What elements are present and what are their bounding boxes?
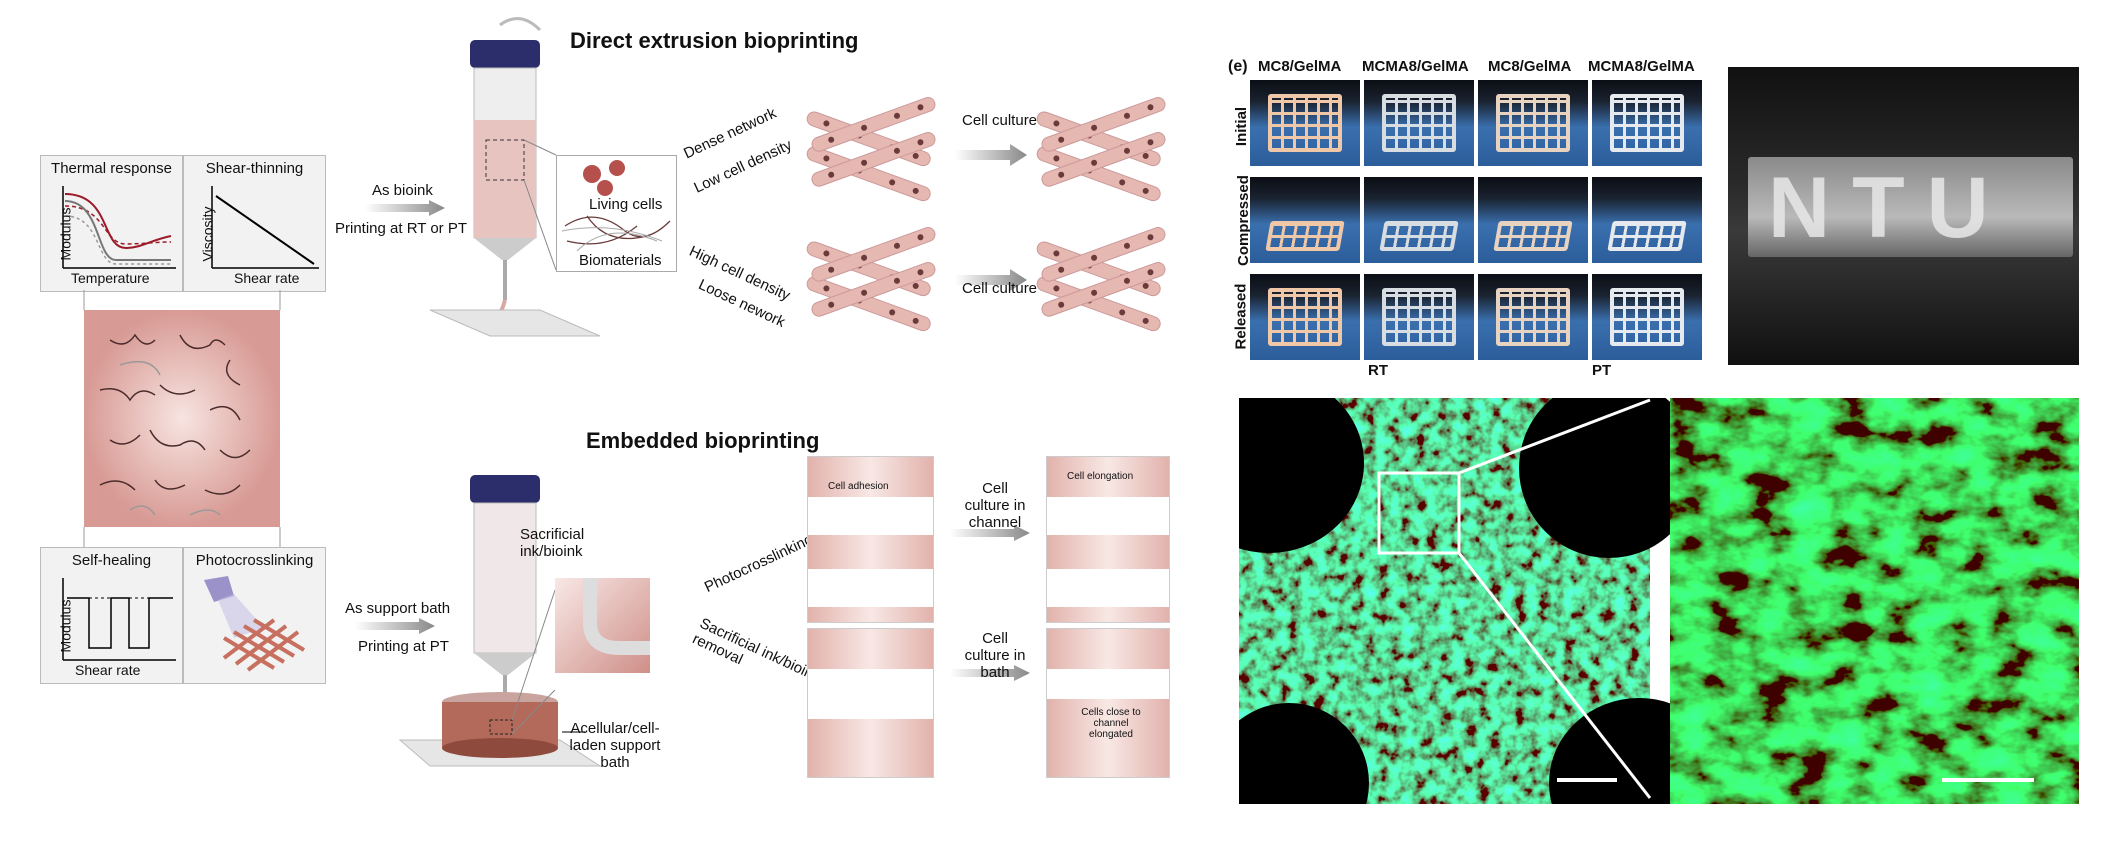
ntu-text: NTU xyxy=(1768,160,2011,256)
photo-title: Photocrosslinking xyxy=(195,552,314,569)
shear-thinning-plot: Shear-thinning Viscosity Shear rate xyxy=(183,155,326,292)
channel-box-adhesion: Cell adhesion xyxy=(807,456,934,623)
culture-channel-label: Cell culture in channel xyxy=(964,480,1026,531)
network-zoom xyxy=(83,290,281,547)
scale-bar xyxy=(1942,778,2034,782)
row-released: Released xyxy=(1232,283,1250,350)
direct-arrow-bottom: Printing at RT or PT xyxy=(335,220,467,237)
embedded-title: Embedded bioprinting xyxy=(586,428,820,453)
col-title-4: MCMA8/GelMA xyxy=(1588,58,1695,75)
syringe-icon xyxy=(429,17,601,337)
biomaterials-label: Biomaterials xyxy=(579,252,662,269)
scaffold-mesh xyxy=(1379,221,1459,251)
scaffold-mesh xyxy=(1610,288,1684,346)
shear-title: Shear-thinning xyxy=(205,160,304,177)
direct-arrow-top: As bioink xyxy=(372,182,433,199)
scaffold-mesh xyxy=(1607,221,1687,251)
photocrosslinking-panel: Photocrosslinking xyxy=(183,547,326,684)
embedded-arrow-top: As support bath xyxy=(345,600,451,617)
group-pt: PT xyxy=(1592,362,1612,379)
bath-box-elongated: Cells close to channel elongated xyxy=(1046,628,1170,778)
scaffold-photo xyxy=(1592,80,1702,166)
healing-title: Self-healing xyxy=(71,552,152,569)
thermal-curves xyxy=(62,186,176,269)
scaffold-mesh xyxy=(1382,94,1456,152)
scaffold-photo xyxy=(1478,80,1588,166)
scaffold-photo xyxy=(1592,274,1702,360)
scaffold-photo xyxy=(1478,177,1588,263)
thermal-response-plot: Thermal response Modulus Temperature xyxy=(40,155,183,292)
thermal-ylabel: Modulus xyxy=(57,207,74,261)
cell-adhesion-label: Cell adhesion xyxy=(828,481,889,492)
scaffold-photo xyxy=(1250,80,1360,166)
scaffold-photo xyxy=(1364,80,1474,166)
self-healing-plot: Self-healing Modulus Shear rate xyxy=(40,547,183,684)
scaffold-mesh xyxy=(1268,94,1342,152)
scaffold-photo xyxy=(1364,274,1474,360)
cell-elongation-label: Cell elongation xyxy=(1067,471,1134,482)
arrow-right-icon xyxy=(355,618,435,634)
row-initial: Initial xyxy=(1233,106,1251,147)
col-title-2: MCMA8/GelMA xyxy=(1362,58,1469,75)
fluorescence-left xyxy=(1239,398,1729,804)
culture-arrows xyxy=(950,525,1030,681)
branch-photocrosslinking: Photocrosslinking xyxy=(701,530,816,597)
scaffold-photo xyxy=(1250,274,1360,360)
bath-label: Acellular/cell-laden support bath xyxy=(569,720,661,771)
col-title-3: MC8/GelMA xyxy=(1488,58,1572,75)
living-cells-label: Living cells xyxy=(589,196,663,213)
culture-bath-label: Cell culture in bath xyxy=(964,630,1026,681)
panel-e-label: (e) xyxy=(1228,58,1248,75)
ntu-photo: NTU xyxy=(1728,67,2079,365)
channel-box-elongation: Cell elongation xyxy=(1046,456,1170,623)
scaffold-mesh xyxy=(1610,94,1684,152)
bath-box xyxy=(807,628,934,778)
scaffold-mesh xyxy=(1496,288,1570,346)
channel-curve xyxy=(583,578,650,655)
embedded-arrow-bottom: Printing at PT xyxy=(358,638,449,655)
living-cells-icon xyxy=(561,160,671,252)
scaffold-photo xyxy=(1592,177,1702,263)
culture-label-2: Cell culture xyxy=(962,280,1038,297)
bath-inset xyxy=(555,578,650,673)
scaffold-illustrations xyxy=(805,90,1185,340)
shear-xlabel: Shear rate xyxy=(234,270,300,286)
healing-curve xyxy=(62,578,176,661)
scaffold-mesh xyxy=(1265,221,1345,251)
scale-bar xyxy=(1557,778,1617,782)
culture-label-1: Cell culture xyxy=(962,112,1038,129)
scaffold-photo xyxy=(1250,177,1360,263)
col-title-1: MC8/GelMA xyxy=(1258,58,1342,75)
thermal-title: Thermal response xyxy=(51,160,172,177)
fluorescence-right xyxy=(1670,398,2079,804)
healing-ylabel: Modulus xyxy=(57,599,74,653)
thermal-xlabel: Temperature xyxy=(71,270,150,286)
shear-ylabel: Viscosity xyxy=(199,206,216,262)
uv-lamp-mesh-icon xyxy=(204,576,306,672)
scaffold-photo xyxy=(1364,177,1474,263)
scaffold-mesh xyxy=(1268,288,1342,346)
materials-inset: Living cells Biomaterials xyxy=(556,155,677,272)
scaffold-mesh xyxy=(1496,94,1570,152)
healing-xlabel: Shear rate xyxy=(75,662,141,678)
embedded-syringe-icon xyxy=(398,475,602,767)
shear-line xyxy=(211,186,319,269)
arrow-right-icon xyxy=(365,200,445,216)
scaffold-mesh xyxy=(1382,288,1456,346)
direct-title: Direct extrusion bioprinting xyxy=(570,28,859,53)
scaffold-photo xyxy=(1478,274,1588,360)
group-rt: RT xyxy=(1368,362,1388,379)
cells-close-label: Cells close to channel elongated xyxy=(1081,707,1141,740)
scaffold-mesh xyxy=(1493,221,1573,251)
sacrificial-label: Sacrificial ink/bioink xyxy=(520,526,585,560)
fluorescence-images xyxy=(1239,398,2079,804)
